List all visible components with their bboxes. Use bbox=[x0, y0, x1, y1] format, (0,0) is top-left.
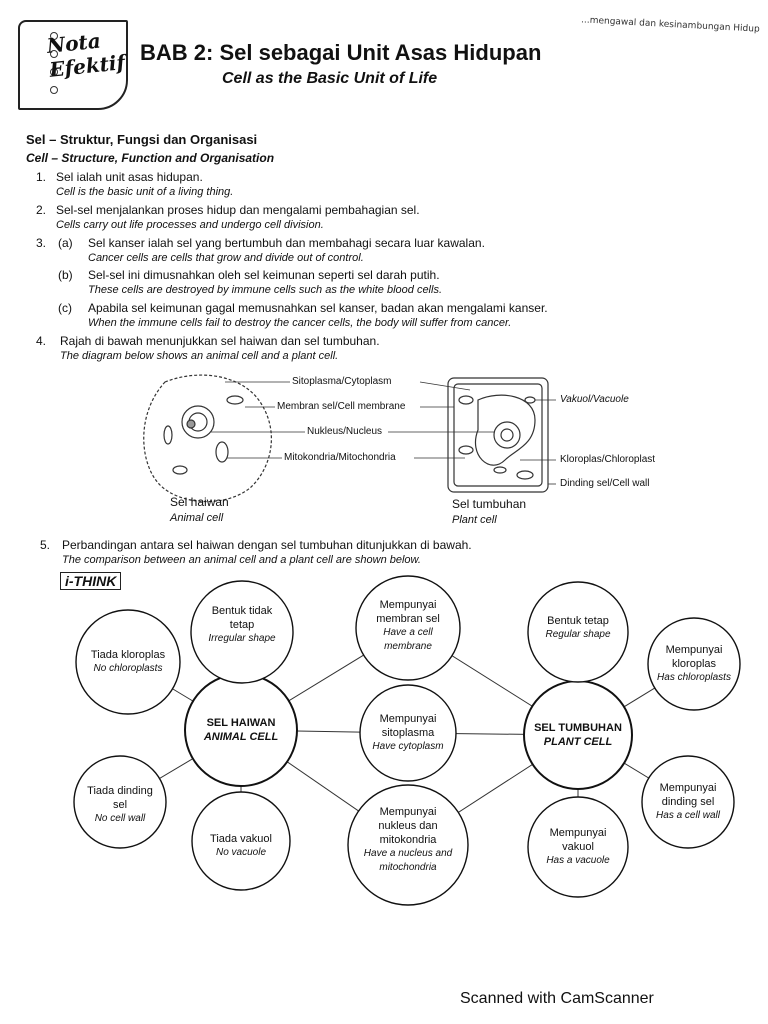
point-3b-ms: Sel-sel ini dimusnahkan oleh sel keimuna… bbox=[88, 268, 440, 282]
point-3c-ms: Apabila sel keimunan gagal memusnahkan s… bbox=[88, 301, 548, 315]
point-2-en: Cells carry out life processes and under… bbox=[56, 219, 324, 231]
binder-ring-icon bbox=[50, 68, 58, 76]
point-3a-ms: Sel kanser ialah sel yang bertumbuh dan … bbox=[88, 236, 485, 250]
animal-cell-caption: Sel haiwan bbox=[170, 495, 229, 509]
bubble-shared-cytoplasm bbox=[359, 684, 457, 782]
bubble-shared-membrane bbox=[355, 575, 461, 681]
point-number: 1. bbox=[36, 170, 47, 184]
binder-ring-icon bbox=[50, 32, 58, 40]
binder-ring-icon bbox=[50, 86, 58, 94]
plant-cell-drawing bbox=[447, 377, 549, 493]
animal-cell-caption-en: Animal cell bbox=[170, 512, 224, 524]
point-number: 2. bbox=[36, 203, 47, 217]
nota-efektif-badge bbox=[18, 20, 128, 110]
chapter-title: BAB 2: Sel sebagai Unit Asas Hidupan bbox=[140, 40, 542, 65]
label-chloroplast: Kloroplas/Chloroplast bbox=[560, 454, 656, 465]
scanner-watermark: Scanned with CamScanner bbox=[460, 990, 654, 1007]
animal-cell-drawing bbox=[143, 374, 272, 503]
point-2-ms: Sel-sel menjalankan proses hidup dan men… bbox=[56, 203, 420, 217]
subpoint-label: (c) bbox=[58, 301, 72, 315]
label-cytoplasm: Sitoplasma/Cytoplasm bbox=[292, 376, 392, 387]
bubble-shared-nucleus bbox=[347, 784, 469, 906]
plant-cell-caption: Sel tumbuhan bbox=[452, 497, 527, 511]
bubble-animal-wall bbox=[73, 755, 167, 849]
cell-diagram bbox=[143, 374, 556, 503]
subpoint-label: (a) bbox=[58, 236, 73, 250]
point-4-en: The diagram below shows an animal cell a… bbox=[60, 350, 339, 362]
subpoint-label: (b) bbox=[58, 268, 73, 282]
chapter-subtitle: Cell as the Basic Unit of Life bbox=[222, 70, 438, 87]
binder-ring-icon bbox=[50, 50, 58, 58]
bubble-animal-shape bbox=[190, 580, 294, 684]
bubble-animal-vacuole bbox=[191, 791, 291, 891]
bubble-plant-shape bbox=[527, 581, 629, 683]
point-3c-en: When the immune cells fail to destroy th… bbox=[88, 317, 512, 329]
label-mitochondria: Mitokondria/Mitochondria bbox=[284, 452, 396, 463]
point-number: 3. bbox=[36, 236, 47, 250]
section-title-ms: Sel – Struktur, Fungsi dan Organisasi bbox=[26, 132, 258, 147]
point-5-en: The comparison between an animal cell an… bbox=[62, 554, 421, 566]
point-number: 5. bbox=[40, 538, 51, 552]
label-cell-membrane: Membran sel/Cell membrane bbox=[277, 401, 406, 412]
plant-center-text: SEL TUMBUHAN PLANT CELL bbox=[534, 722, 622, 748]
label-cell-wall: Dinding sel/Cell wall bbox=[560, 478, 650, 489]
animal-center-text: SEL HAIWAN ANIMAL CELL bbox=[203, 717, 279, 743]
bubble-plant-chloroplast bbox=[647, 617, 741, 711]
point-5-ms: Perbandingan antara sel haiwan dengan se… bbox=[62, 538, 472, 552]
bubble-plant-vacuole bbox=[527, 796, 629, 898]
plant-cell-caption-en: Plant cell bbox=[452, 514, 497, 526]
label-vacuole: Vakuol/Vacuole bbox=[560, 394, 629, 405]
point-number: 4. bbox=[36, 334, 47, 348]
point-1-ms: Sel ialah unit asas hidupan. bbox=[56, 170, 203, 184]
section-title-en: Cell – Structure, Function and Organisat… bbox=[26, 151, 275, 165]
ithink-label: i-THINK bbox=[60, 572, 122, 590]
point-3b-en: These cells are destroyed by immune cell… bbox=[88, 284, 443, 296]
point-3a-en: Cancer cells are cells that grow and div… bbox=[88, 252, 364, 264]
bubble-animal-chloroplast bbox=[75, 609, 181, 715]
point-4-ms: Rajah di bawah menunjukkan sel haiwan da… bbox=[60, 334, 380, 348]
bubble-plant-wall bbox=[641, 755, 735, 849]
label-nucleus: Nukleus/Nucleus bbox=[307, 426, 383, 437]
point-1-en: Cell is the basic unit of a living thing… bbox=[56, 186, 234, 198]
